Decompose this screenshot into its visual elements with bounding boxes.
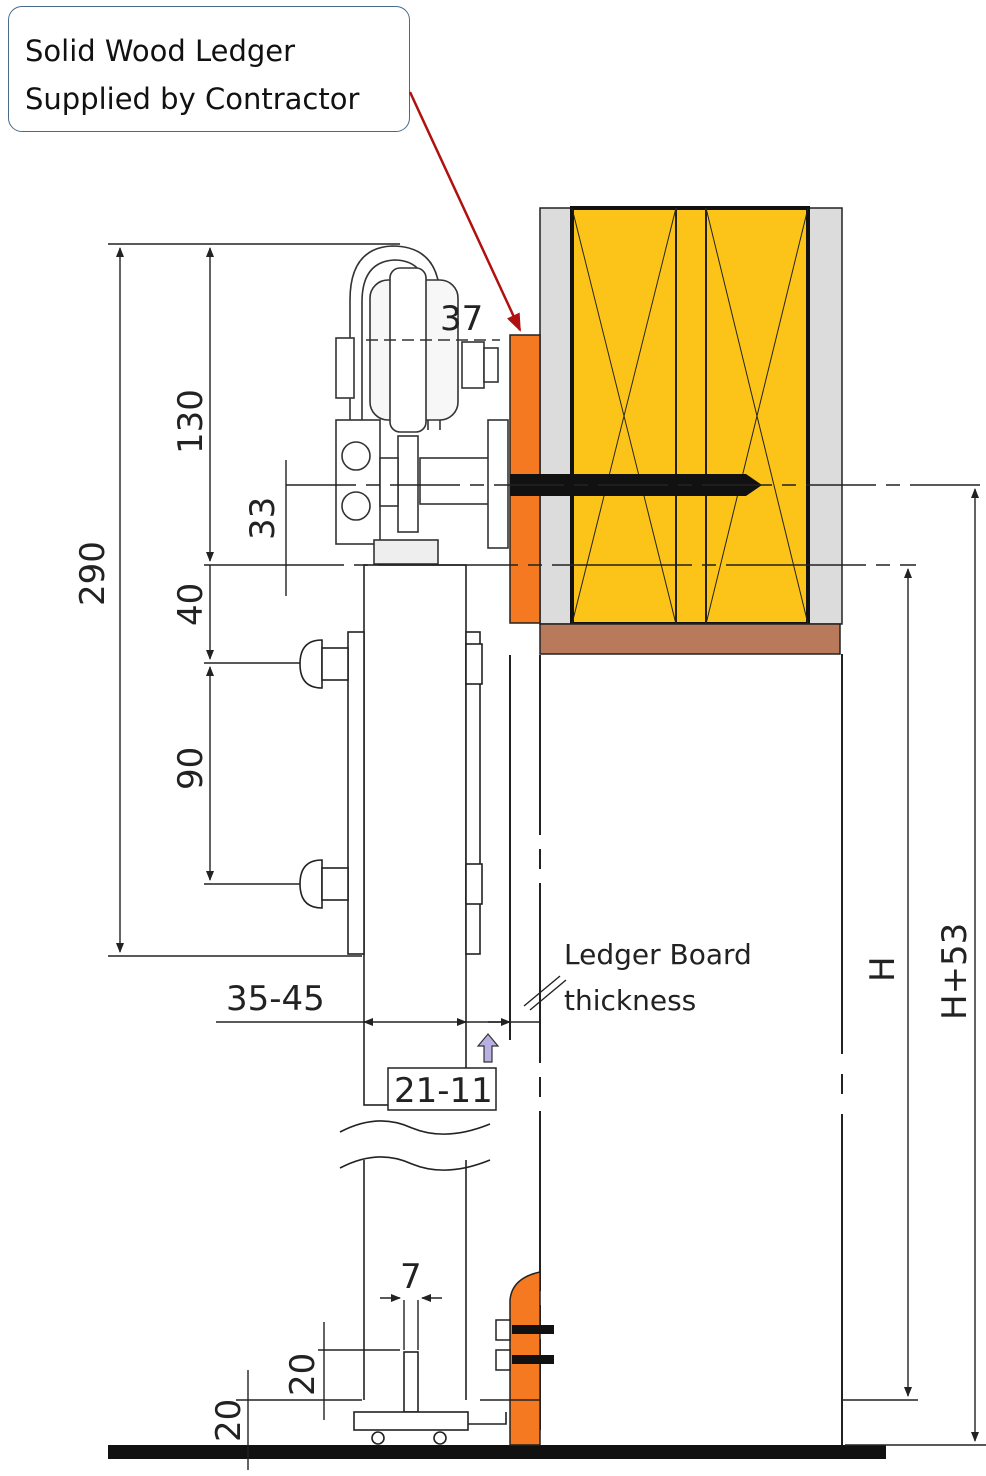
floor bbox=[108, 1445, 886, 1459]
door-bolt-upper bbox=[299, 639, 483, 689]
dim-90: 90 bbox=[171, 747, 211, 790]
dim-35-45: 35-45 bbox=[226, 979, 325, 1019]
ledger-note-line-1: Ledger Board bbox=[564, 938, 752, 971]
dim-130: 130 bbox=[171, 389, 211, 454]
dimension-lines bbox=[108, 243, 986, 1470]
callout-line-2: Supplied by Contractor bbox=[25, 82, 360, 116]
dim-20-upper: 20 bbox=[283, 1353, 323, 1396]
dim-40: 40 bbox=[171, 583, 211, 626]
dim-37: 37 bbox=[440, 299, 483, 339]
callout-arrow bbox=[408, 91, 522, 332]
door-bolt-lower bbox=[299, 859, 483, 909]
sill-board bbox=[539, 623, 841, 655]
ledger-note-line-2: thickness bbox=[564, 984, 696, 1017]
dim-290: 290 bbox=[73, 541, 113, 606]
range-box bbox=[387, 1067, 497, 1111]
dim-H: H bbox=[863, 956, 903, 982]
range-box-label: 21-11 bbox=[394, 1071, 493, 1111]
floor-guide bbox=[353, 1351, 507, 1445]
roller-hardware bbox=[335, 245, 509, 565]
floor-ledger bbox=[495, 1271, 554, 1446]
dim-33: 33 bbox=[243, 497, 283, 540]
dim-20-lower: 20 bbox=[209, 1399, 249, 1442]
dim-7: 7 bbox=[400, 1257, 422, 1297]
dim-H-plus-53: H+53 bbox=[935, 923, 975, 1020]
callout-line-1: Solid Wood Ledger bbox=[25, 34, 296, 68]
callout-box: Solid Wood Ledger Supplied by Contractor bbox=[8, 6, 410, 132]
door-panel bbox=[299, 564, 491, 1400]
wall-header bbox=[539, 206, 843, 655]
indicator-arrow bbox=[476, 1033, 500, 1063]
